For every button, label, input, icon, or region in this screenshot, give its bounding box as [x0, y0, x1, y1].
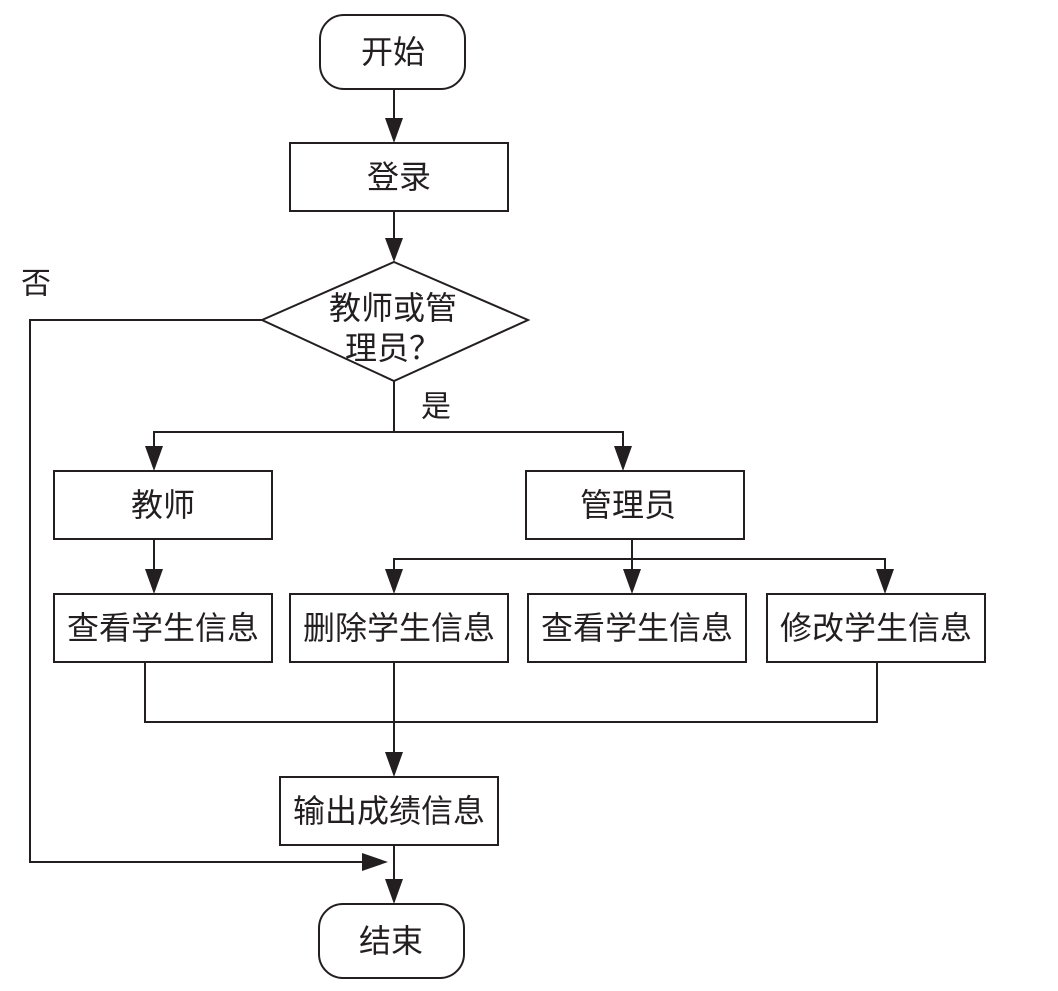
- arrowhead-output: [385, 752, 403, 777]
- no-label: 否: [21, 267, 51, 302]
- teacher-label: 教师: [131, 486, 195, 524]
- arrowhead-no-merge: [362, 853, 388, 871]
- end-terminal: [318, 903, 465, 979]
- start-label: 开始: [361, 33, 425, 71]
- end-label: 结束: [359, 922, 423, 960]
- arrowhead-end: [385, 879, 403, 904]
- admin-modify-box: [766, 593, 986, 663]
- teacher-box: [53, 470, 273, 540]
- output-box: [279, 776, 499, 846]
- arrowhead-login: [385, 118, 403, 143]
- connector-merge: [144, 662, 878, 723]
- admin-label: 管理员: [580, 486, 676, 524]
- teacher-view-box: [53, 593, 273, 663]
- arrowhead-admin-modify: [876, 569, 894, 594]
- admin-box: [525, 470, 745, 540]
- connector-no-branch: [29, 319, 366, 863]
- arrowhead-decision: [385, 238, 403, 262]
- arrowhead-teacher: [145, 446, 163, 471]
- yes-label: 是: [421, 390, 451, 425]
- login-box: [289, 142, 509, 212]
- arrowhead-admin: [614, 446, 632, 471]
- output-label: 输出成绩信息: [293, 792, 485, 830]
- admin-delete-label: 删除学生信息: [303, 609, 495, 647]
- connector-yes-branch: [153, 431, 624, 448]
- arrowhead-admin-view: [623, 569, 641, 594]
- arrowhead-teacher-view: [145, 569, 163, 594]
- login-label: 登录: [367, 158, 431, 196]
- decision-label-line1: 教师或管: [329, 289, 457, 327]
- admin-delete-box: [289, 593, 509, 663]
- arrowhead-admin-delete: [385, 569, 403, 594]
- connector-admin-branch: [393, 558, 886, 571]
- admin-view-box: [527, 593, 747, 663]
- start-terminal: [319, 14, 466, 90]
- teacher-view-label: 查看学生信息: [67, 609, 259, 647]
- admin-modify-label: 修改学生信息: [780, 609, 972, 647]
- decision-label-line2: 理员？: [345, 329, 441, 367]
- admin-view-label: 查看学生信息: [541, 609, 733, 647]
